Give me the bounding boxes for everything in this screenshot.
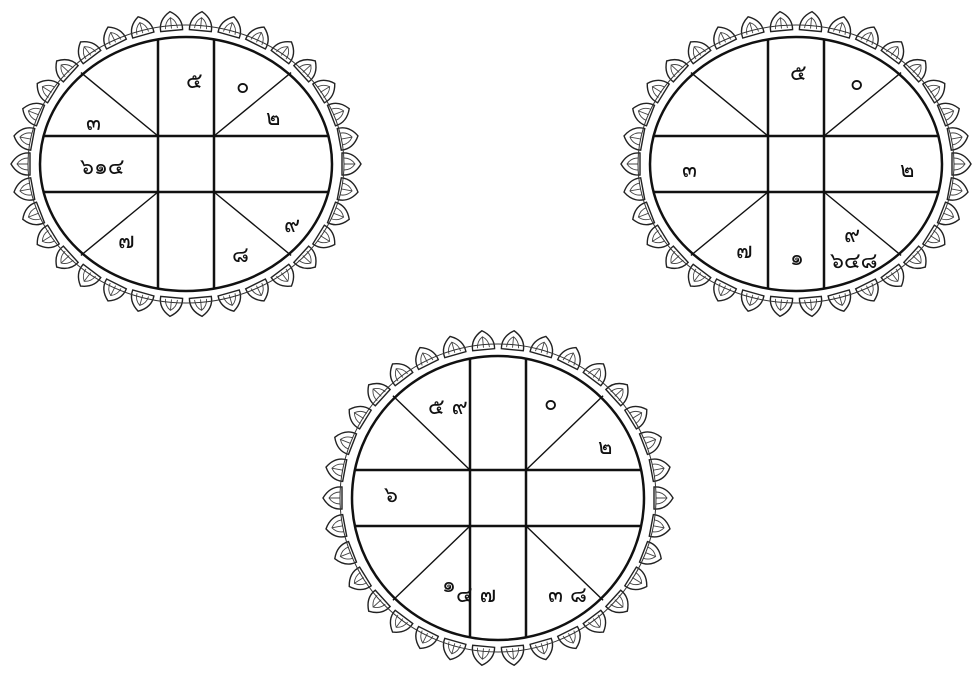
cell-bottom-left: ๑ bbox=[442, 573, 456, 598]
cell-bottom-right: ๓ ๘ bbox=[548, 583, 587, 608]
cell-lower-right: ๙ bbox=[284, 213, 300, 238]
cell-top-center: ๕ bbox=[790, 61, 807, 86]
cell-bottom-right: ๘ bbox=[232, 243, 249, 268]
horoscope-chart-1: ๕ ๐ ๓ ๒ ๖๑๔ ๗ ๙ ๘ bbox=[0, 0, 372, 318]
cell-lower-right: ๙ bbox=[844, 223, 860, 248]
cell-middle-right: ๒ bbox=[900, 158, 915, 183]
cell-upper-right: ๒ bbox=[598, 435, 613, 460]
horoscope-chart-3: ๕ ๙ ๐ ๒ ๖ ๑ ๔ ๗ ๓ ๘ bbox=[312, 318, 684, 674]
cell-lower-left: ๗ bbox=[118, 229, 135, 254]
cell-upper-right: ๒ bbox=[266, 106, 281, 131]
cell-top-center: ๕ bbox=[186, 69, 203, 94]
cell-middle-left: ๓ bbox=[682, 158, 697, 183]
cell-middle-left: ๖๑๔ bbox=[80, 155, 125, 180]
cell-lower-left: ๗ bbox=[736, 239, 753, 264]
cell-bottom-right: ๖๔๘ bbox=[830, 249, 878, 274]
cell-bottom-center: ๑ bbox=[790, 246, 804, 271]
cell-top-left: ๕ ๙ bbox=[428, 395, 468, 420]
horoscope-chart-2: ๕ ๐ ๓ ๒ ๗ ๙ ๑ ๖๔๘ bbox=[610, 0, 977, 318]
cell-top-right: ๐ bbox=[236, 74, 249, 99]
cell-bottom-center: ๔ ๗ bbox=[456, 583, 496, 608]
cell-top-right: ๐ bbox=[850, 71, 863, 96]
cell-top-right: ๐ bbox=[544, 391, 557, 416]
cell-upper-left: ๓ bbox=[86, 111, 101, 136]
cell-middle-left: ๖ bbox=[384, 483, 398, 508]
